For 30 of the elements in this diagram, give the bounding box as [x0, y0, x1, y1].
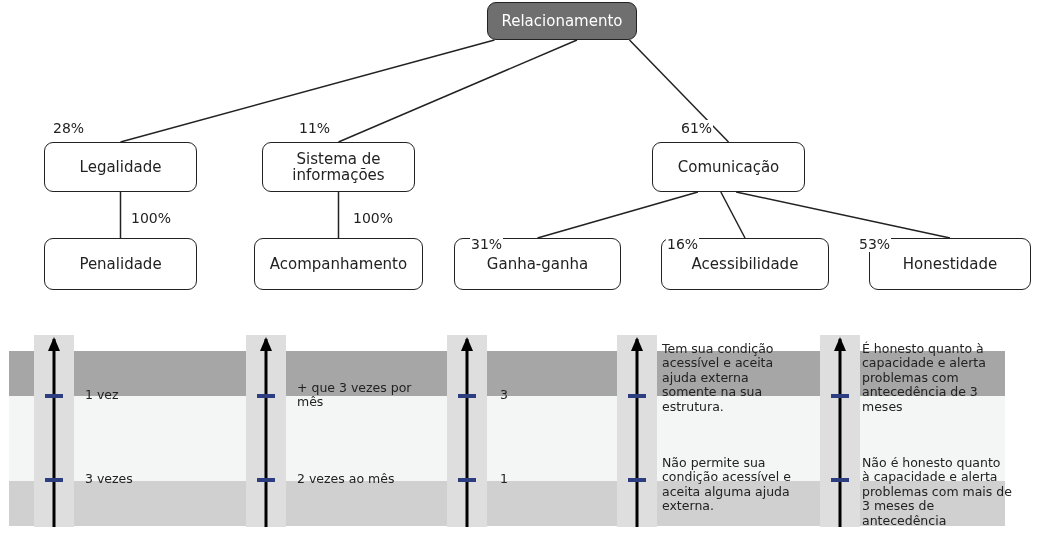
category-box: Legalidade	[44, 142, 197, 192]
scale-label: 3 vezes	[85, 472, 133, 487]
edge-label: 61%	[680, 120, 714, 136]
scale-label: + que 3 vezes por mês	[297, 381, 413, 410]
category-box: Acompanhamento	[254, 238, 423, 290]
edge-label: 16%	[666, 236, 700, 252]
connector-line	[337, 39, 578, 143]
connector-line	[536, 191, 699, 239]
edge-label: 11%	[298, 120, 332, 136]
category-box: Comunicação	[652, 142, 805, 192]
connector-line	[628, 39, 730, 143]
edge-label: 53%	[858, 236, 892, 252]
scale-label: 1	[500, 472, 508, 487]
category-box: Penalidade	[44, 238, 197, 290]
connector-line	[735, 191, 951, 239]
scale-label: É honesto quanto à capacidade e alerta problemas com antecedência de 3 meses	[862, 342, 987, 414]
category-box: Sistema de informações	[262, 142, 415, 192]
edge-label: 100%	[130, 210, 173, 226]
scale-label: Não é honesto quanto à capacidade e alerta problemas com mais de 3 meses de antecedência	[862, 456, 1012, 528]
root-box: Relacionamento	[487, 2, 637, 40]
connector-line	[337, 191, 340, 239]
scale-label: Tem sua condição acessível e aceita ajuda externa somente na sua estrutura.	[662, 342, 775, 414]
connector-line	[119, 191, 122, 239]
connector-line	[720, 191, 746, 239]
scale-label: Não permite sua condição acessível e aceita alguma ajuda externa.	[662, 456, 792, 514]
edge-label: 31%	[470, 236, 504, 252]
edge-label: 28%	[52, 120, 86, 136]
connector-line	[119, 39, 496, 143]
edge-label: 100%	[352, 210, 395, 226]
scale-label: 2 vezes ao mês	[297, 472, 395, 487]
